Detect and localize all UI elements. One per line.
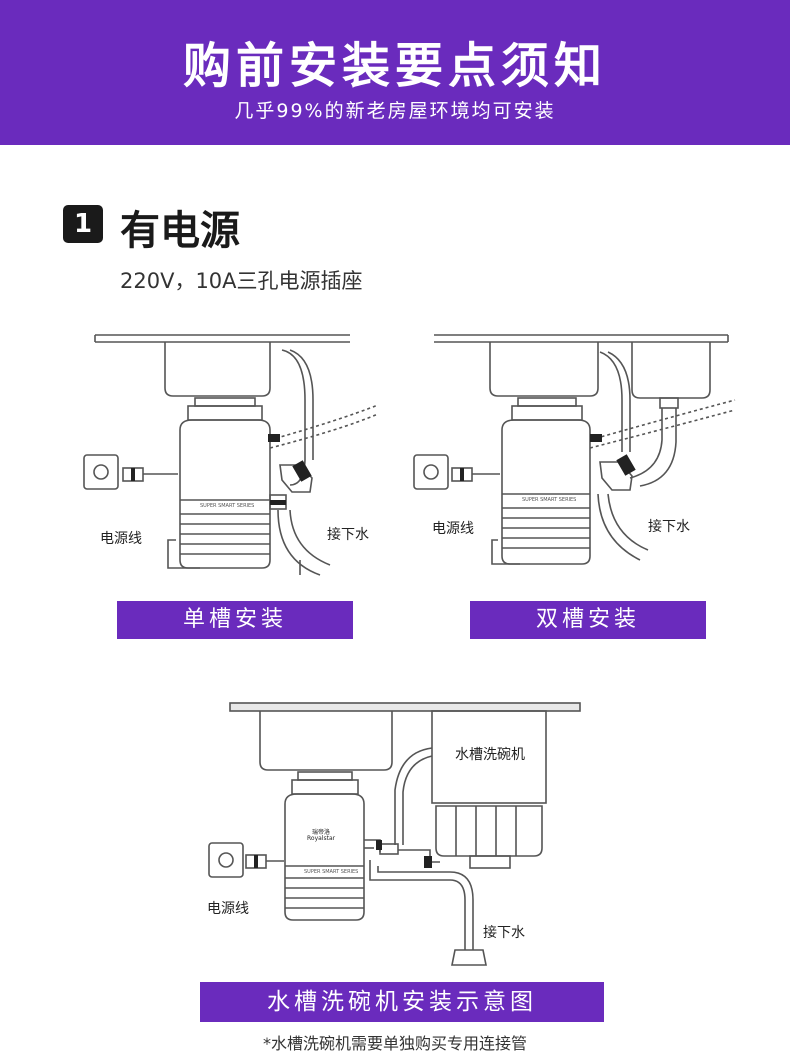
double-unit-text: SUPER SMART SERIES bbox=[522, 497, 577, 503]
single-unit-text: SUPER SMART SERIES bbox=[200, 503, 255, 509]
header-banner: 购前安装要点须知 几乎99%的新老房屋环境均可安装 bbox=[0, 0, 790, 145]
single-power-label: 电源线 bbox=[100, 531, 142, 547]
double-sink-caption: 双槽安装 bbox=[470, 601, 706, 639]
single-sink-caption: 单槽安装 bbox=[117, 601, 353, 639]
dishwasher-brand-cn: 瑞帝洛 bbox=[312, 829, 331, 836]
banner-subtitle: 几乎99%的新老房屋环境均可安装 bbox=[234, 100, 556, 122]
double-drain-label: 接下水 bbox=[648, 519, 690, 535]
section-title: 有电源 bbox=[120, 208, 240, 254]
footnote: *水槽洗碗机需要单独购买专用连接管 bbox=[262, 1034, 527, 1053]
section-description: 220V，10A三孔电源插座 bbox=[120, 269, 363, 293]
banner-title: 购前安装要点须知 bbox=[182, 38, 607, 94]
dishwasher-unit-text: SUPER SMART SERIES bbox=[304, 869, 359, 875]
dishwasher-caption: 水槽洗碗机安装示意图 bbox=[200, 982, 604, 1022]
section-number-badge: 1 bbox=[63, 205, 103, 243]
dishwasher-drain-label: 接下水 bbox=[483, 925, 525, 941]
dishwasher-brand-en: Royalstar bbox=[307, 835, 336, 842]
single-drain-label: 接下水 bbox=[327, 527, 369, 543]
dishwasher-power-label: 电源线 bbox=[207, 901, 249, 917]
dishwasher-label: 水槽洗碗机 bbox=[455, 747, 525, 763]
double-power-label: 电源线 bbox=[432, 521, 474, 537]
